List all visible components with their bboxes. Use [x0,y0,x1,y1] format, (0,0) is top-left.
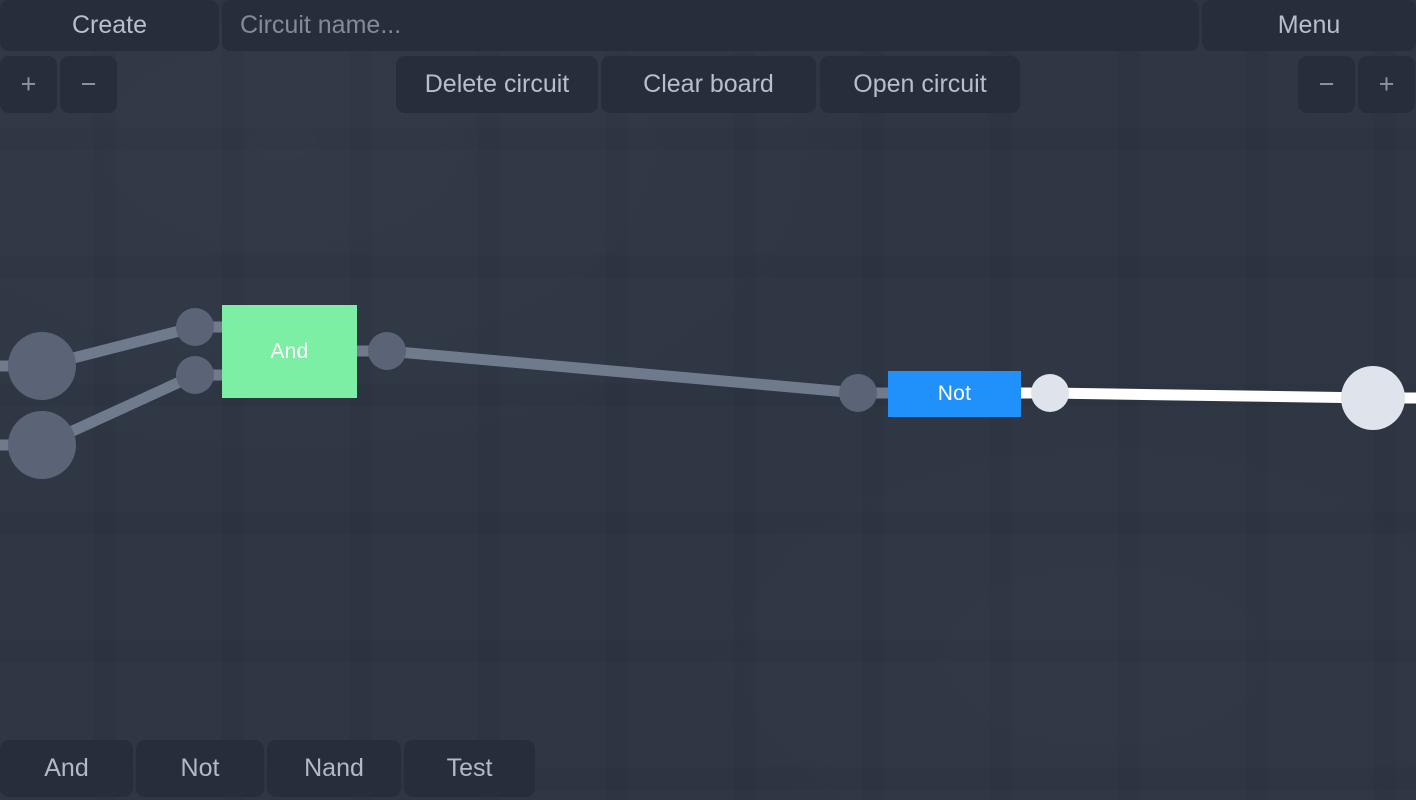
zoom-in-right-button[interactable]: + [1358,56,1415,113]
node-and-input-2[interactable] [176,356,214,394]
open-circuit-button[interactable]: Open circuit [820,56,1020,113]
circuit-name-input[interactable] [222,0,1199,51]
node-and-output[interactable] [368,332,406,370]
create-button[interactable]: Create [0,0,219,51]
secondary-toolbar: + − Delete circuit Clear board Open circ… [0,56,1416,114]
delete-circuit-button[interactable]: Delete circuit [396,56,598,113]
node-not-input[interactable] [839,374,877,412]
node-circuit-output[interactable] [1341,366,1405,430]
palette-item-and[interactable]: And [0,740,133,797]
zoom-in-left-button[interactable]: + [0,56,57,113]
clear-board-button[interactable]: Clear board [601,56,816,113]
wire-not-out-to-output[interactable] [1049,387,1374,404]
node-and-input-1[interactable] [176,308,214,346]
zoom-out-right-button[interactable]: − [1298,56,1355,113]
node-input-a[interactable] [8,332,76,400]
gate-not[interactable]: Not [888,371,1021,417]
menu-button[interactable]: Menu [1202,0,1416,51]
palette-item-test[interactable]: Test [404,740,535,797]
gate-and-label: And [270,339,309,363]
gate-and[interactable]: And [222,305,357,398]
top-toolbar: Create Menu [0,0,1416,52]
zoom-out-left-button[interactable]: − [60,56,117,113]
node-not-output[interactable] [1031,374,1069,412]
palette-item-not[interactable]: Not [136,740,264,797]
node-input-b[interactable] [8,411,76,479]
gate-not-label: Not [937,382,972,405]
wire-and-out-to-not-in[interactable] [386,345,859,399]
palette-item-nand[interactable]: Nand [267,740,401,797]
